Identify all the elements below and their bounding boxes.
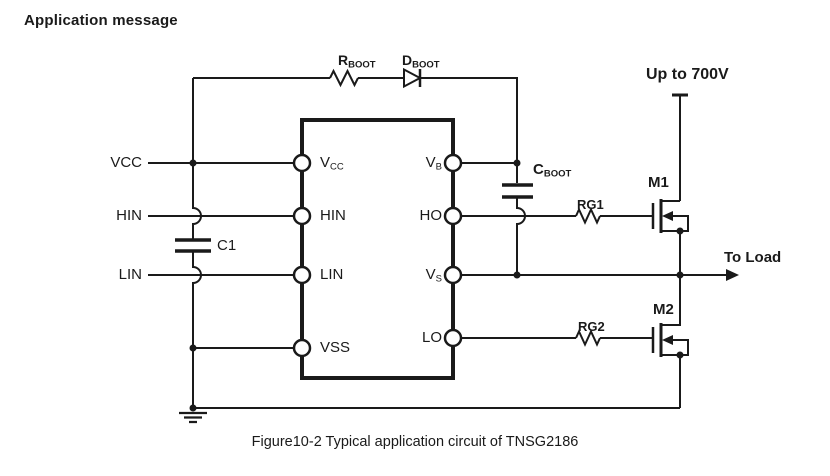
ic-pin-label-vb: VB [425,154,442,173]
ic-pin-label-ho: HO [419,207,443,224]
ic-pin-label-vss: VSS [320,339,351,356]
capacitor-cboot-symbol [502,183,533,199]
pin-circle-vss [292,338,312,358]
wire-net [148,77,726,409]
dboot-label: DBOOT [402,52,440,71]
capacitor-c1-symbol [175,238,211,253]
pin-circle-vb [443,153,463,173]
supply-rail-symbol [672,93,688,201]
rg2-label: RG2 [578,319,605,334]
resistor-rg1-symbol [575,207,601,225]
mosfet-m2-symbol [651,275,689,408]
figure-caption: Figure10-2 Typical application circuit o… [251,434,579,450]
ground-symbol [179,411,207,424]
pin-circle-hin [292,206,312,226]
to-load-arrow [726,269,739,281]
ic-body-outline [300,118,455,380]
mosfet-m1-symbol [651,199,689,275]
pin-circle-ho [443,206,463,226]
ic-pin-label-vs: VS [425,266,442,285]
m2-label: M2 [653,301,674,318]
net-label-hin: HIN [116,207,142,224]
pin-circle-vs [443,265,463,285]
pin-circle-lo [443,328,463,348]
pin-circle-vcc [292,153,312,173]
resistor-rg2-symbol [575,329,601,347]
diode-dboot-symbol [403,67,423,89]
ic-pin-label-hin: HIN [320,207,346,224]
ic-pin-label-lo: LO [421,329,442,346]
ic-pin-label-vcc: VCC [320,154,344,173]
m1-label: M1 [648,174,669,191]
to-load-label: To Load [724,249,782,266]
net-label-vcc: VCC [110,154,142,171]
resistor-rboot-symbol [329,68,359,88]
ic-pin-circles [292,153,463,358]
cboot-label: CBOOT [533,161,572,180]
pin-circle-lin [292,265,312,285]
rboot-label: RBOOT [338,52,376,71]
section-title: Application message [24,12,178,29]
ic-pin-label-lin: LIN [320,266,344,283]
rg1-label: RG1 [577,197,604,212]
junction-dots [189,159,684,412]
supply-voltage-label: Up to 700V [646,66,729,83]
c1-label: C1 [217,237,237,254]
net-label-lin: LIN [118,266,142,283]
